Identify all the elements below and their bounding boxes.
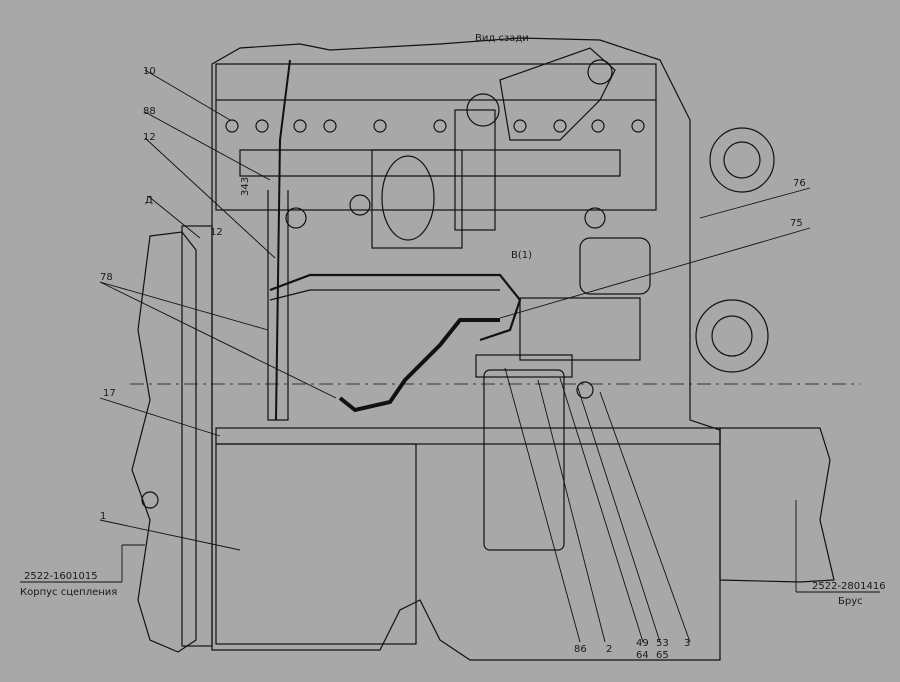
- oil-filter: [475, 354, 573, 551]
- ref-right-name: Брус: [838, 596, 863, 607]
- callout-88: 88: [143, 106, 156, 117]
- lifting-bracket: [499, 47, 616, 141]
- callout-49: 49: [636, 638, 649, 649]
- pulleys: [576, 127, 775, 399]
- callout-65: 65: [656, 650, 669, 661]
- view-title: Вид сзади: [475, 33, 529, 44]
- return-hose: [338, 318, 500, 413]
- ref-right-part: 2522-2801416: [812, 581, 886, 592]
- head-bolts: [225, 119, 645, 229]
- callout-53: 53: [656, 638, 669, 649]
- callout-75: 75: [790, 218, 803, 229]
- callout-10: 10: [143, 66, 156, 77]
- callout-17: 17: [103, 388, 116, 399]
- leader-lines: [20, 69, 880, 643]
- ref-left-part: 2522-1601015: [24, 571, 98, 582]
- exhaust-manifold: [239, 149, 621, 177]
- cylinder-head: [215, 99, 657, 211]
- callout-86: 86: [574, 644, 587, 655]
- oil-pan: [215, 427, 721, 445]
- callout-3: 3: [684, 638, 690, 649]
- cooler-hose: [269, 273, 522, 342]
- callout-1: 1: [100, 511, 106, 522]
- housing-flange: [181, 225, 213, 647]
- engine-block: [211, 37, 721, 661]
- callout-2: 2: [606, 644, 612, 655]
- callout-12a: 12: [143, 132, 156, 143]
- oil-pipe: [275, 59, 291, 421]
- starter: [579, 237, 651, 295]
- callout-343: 343: [240, 177, 251, 196]
- callout-b1: В(1): [511, 250, 532, 261]
- turbocharger: [371, 93, 500, 249]
- callout-76: 76: [793, 178, 806, 189]
- clutch-housing: [131, 231, 197, 653]
- callout-12b: 12: [210, 227, 223, 238]
- ref-left-name: Корпус сцепления: [20, 587, 117, 598]
- callout-78: 78: [100, 272, 113, 283]
- callout-d: Д: [145, 195, 153, 206]
- callout-64: 64: [636, 650, 649, 661]
- beam: [719, 427, 835, 583]
